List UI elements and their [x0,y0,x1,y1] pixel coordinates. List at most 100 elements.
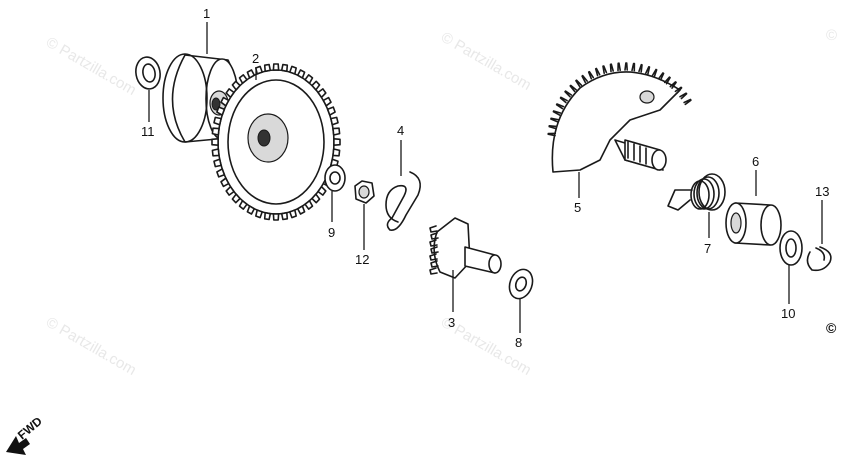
watermark-top-left: © Partzilla.com [43,34,139,99]
gear-tooth [263,211,272,221]
gear-tooth [272,213,280,221]
callout-7: 7 [704,241,711,256]
gear-tooth [304,200,314,210]
segment-tooth [631,62,636,72]
gear-tooth [216,106,226,116]
gear-tooth [231,80,241,91]
callout-9: 9 [328,225,335,240]
callout-2: 2 [252,51,259,66]
callout-12: 12 [355,252,369,267]
gear-tooth [216,168,226,178]
copyright-symbol: © [826,320,837,336]
part-9-washer [324,164,346,192]
part-12-collar [354,180,375,204]
segment-tooth [548,125,558,130]
segment-tooth [657,72,665,81]
pinion-tooth [430,260,439,268]
gear-tooth [225,185,235,196]
callout-3: 3 [448,315,455,330]
gear-tooth [322,96,332,107]
watermark-top-center: © Partzilla.com [438,29,534,94]
gear-tooth [213,116,222,126]
gear-tooth [311,193,321,204]
pinion-tooth [429,239,438,247]
callouts: 1 2 3 4 5 6 7 8 9 10 11 12 13 [141,6,829,350]
gear-tooth [220,177,230,188]
part-13-circlip [806,246,832,272]
pinion-tooth [429,225,438,233]
segment-tooth [609,63,614,73]
part-2-driven-gear [211,63,341,221]
segment-tooth [559,96,568,104]
fwd-label: FWD [15,414,45,443]
segment-tooth [669,81,677,89]
gear-tooth [289,65,297,75]
segment-tooth [552,110,562,116]
gear-tooth [246,205,256,215]
segment-tooth [663,76,671,85]
gear-tooth [296,205,306,215]
gear-tooth [211,138,219,146]
callout-1: 1 [203,6,210,21]
segment-tooth [569,84,577,93]
segment-tooth [683,98,692,106]
gear-tooth [272,63,280,71]
gear-tooth [211,127,220,136]
segment-tooth [651,68,658,78]
gear-tooth [246,69,256,79]
gear-tooth [326,106,336,116]
segment-tooth [638,63,643,73]
callout-8: 8 [515,335,522,350]
segment-tooth [564,90,573,98]
gear-tooth [289,209,297,219]
gear-tooth [332,148,341,157]
callout-4: 4 [397,123,404,138]
gear-tooth [311,80,321,91]
callout-5: 5 [574,200,581,215]
segment-tooth [594,67,601,77]
segment-tooth [587,70,595,80]
gear-tooth [296,69,306,79]
segment-tooth [575,79,583,88]
gear-tooth [304,74,314,84]
segment-tooth [555,103,565,110]
callout-6: 6 [752,154,759,169]
segment-tooth [581,74,588,84]
part-11-washer [135,56,161,90]
gear-tooth [280,63,289,73]
gear-tooth [255,65,263,75]
part-5-kickstarter-spindle [547,62,692,173]
callout-13: 13 [815,184,829,199]
gear-tooth [263,63,272,73]
gear-tooth [333,138,341,146]
pinion-tooth [430,246,439,254]
leader-lines [148,22,823,333]
segment-tooth [624,62,628,71]
callout-11: 11 [141,124,155,139]
part-7-torsion-spring [667,173,726,211]
segment-tooth [674,86,683,94]
fwd-indicator: FWD [6,414,45,455]
gear-tooth [225,88,235,99]
gear-tooth [280,211,289,221]
gear-tooth [332,127,341,136]
part-10-washer [779,230,803,266]
gear-tooth [211,148,220,157]
watermarks: © Partzilla.com © Partzilla.com © Partzi… [43,27,837,379]
gear-tooth [231,193,241,204]
gear-tooth [330,116,339,126]
part-6-bushing [725,202,782,246]
segment-tooth [645,66,651,75]
segment-tooth [547,132,557,137]
pinion-tooth [429,267,438,275]
part-4-spring-clip [385,171,421,231]
gear-tooth [238,200,248,210]
segment-tooth [679,92,688,100]
gear-tooth [317,185,327,196]
watermark-bottom-left: © Partzilla.com [43,314,139,379]
callout-10: 10 [781,306,795,321]
pinion-tooth [430,232,439,240]
segment-tooth [617,62,621,72]
